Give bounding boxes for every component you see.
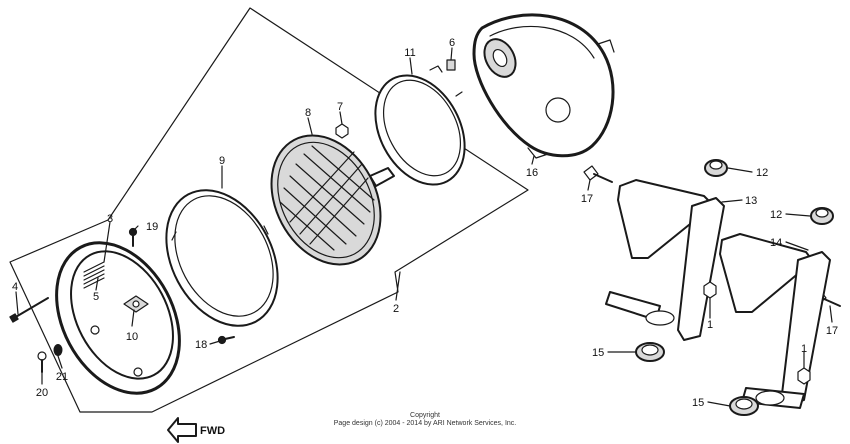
adjusting-spring	[83, 261, 105, 289]
grommet-12-lower	[810, 207, 834, 225]
callout-18: 18	[195, 339, 207, 351]
cushion-15-upper	[635, 342, 665, 362]
clip-6	[446, 59, 456, 71]
nut-1-upper	[703, 281, 717, 299]
callout-14: 14	[770, 237, 782, 249]
nut-plate	[123, 295, 149, 313]
callout-10: 10	[126, 331, 138, 343]
sealed-beam-unit	[270, 134, 395, 266]
callout-11: 11	[404, 47, 415, 59]
copyright-title: Copyright	[410, 412, 440, 419]
callout-21: 21	[56, 371, 68, 383]
callout-7: 7	[337, 101, 343, 113]
long-screw	[9, 297, 49, 323]
cushion-15-lower	[729, 396, 759, 416]
nut-1-lower	[797, 367, 811, 385]
washer-21	[53, 344, 63, 356]
callout-12-upper: 12	[756, 167, 768, 179]
case-rim	[374, 65, 466, 186]
copyright-notice: Page design (c) 2004 - 2014 by ARI Netwo…	[334, 420, 517, 427]
small-screw-19	[128, 227, 138, 247]
fwd-arrow-icon	[167, 417, 197, 443]
callout-15-lower: 15	[692, 397, 704, 409]
grommet-12-upper	[704, 159, 728, 177]
nut-7	[335, 123, 349, 139]
leader-lines	[15, 47, 833, 407]
callout-2: 2	[393, 303, 399, 315]
callout-12-lower: 12	[770, 209, 782, 221]
assembly-boundary	[9, 7, 529, 413]
callout-3: 3	[107, 213, 113, 225]
screw-20	[37, 351, 47, 373]
callout-19: 19	[146, 221, 158, 233]
bracket-14	[719, 233, 831, 409]
callout-1-lower: 1	[801, 343, 807, 355]
bolt-17-upper	[583, 165, 613, 183]
headlight-case	[472, 13, 615, 159]
fwd-label: FWD	[200, 425, 225, 437]
headlight-rim	[55, 241, 181, 395]
callout-17-upper: 17	[581, 193, 593, 205]
bracket-13	[605, 179, 725, 341]
callout-4: 4	[12, 281, 18, 293]
callout-16: 16	[526, 167, 538, 179]
callout-5: 5	[93, 291, 99, 303]
callout-labels: 3 5 10 4 19 20 21 18 9 8 7 11 6 16 2 17 …	[12, 37, 838, 409]
callout-20: 20	[36, 387, 48, 399]
callout-8: 8	[305, 107, 311, 119]
callout-6: 6	[449, 37, 455, 49]
callout-13: 13	[745, 195, 757, 207]
mounting-ring	[165, 189, 279, 327]
callout-15-upper: 15	[592, 347, 604, 359]
callout-1-upper: 1	[707, 319, 713, 331]
callout-9: 9	[219, 155, 225, 167]
small-screw-18	[217, 335, 235, 345]
callout-17-lower: 17	[826, 325, 838, 337]
